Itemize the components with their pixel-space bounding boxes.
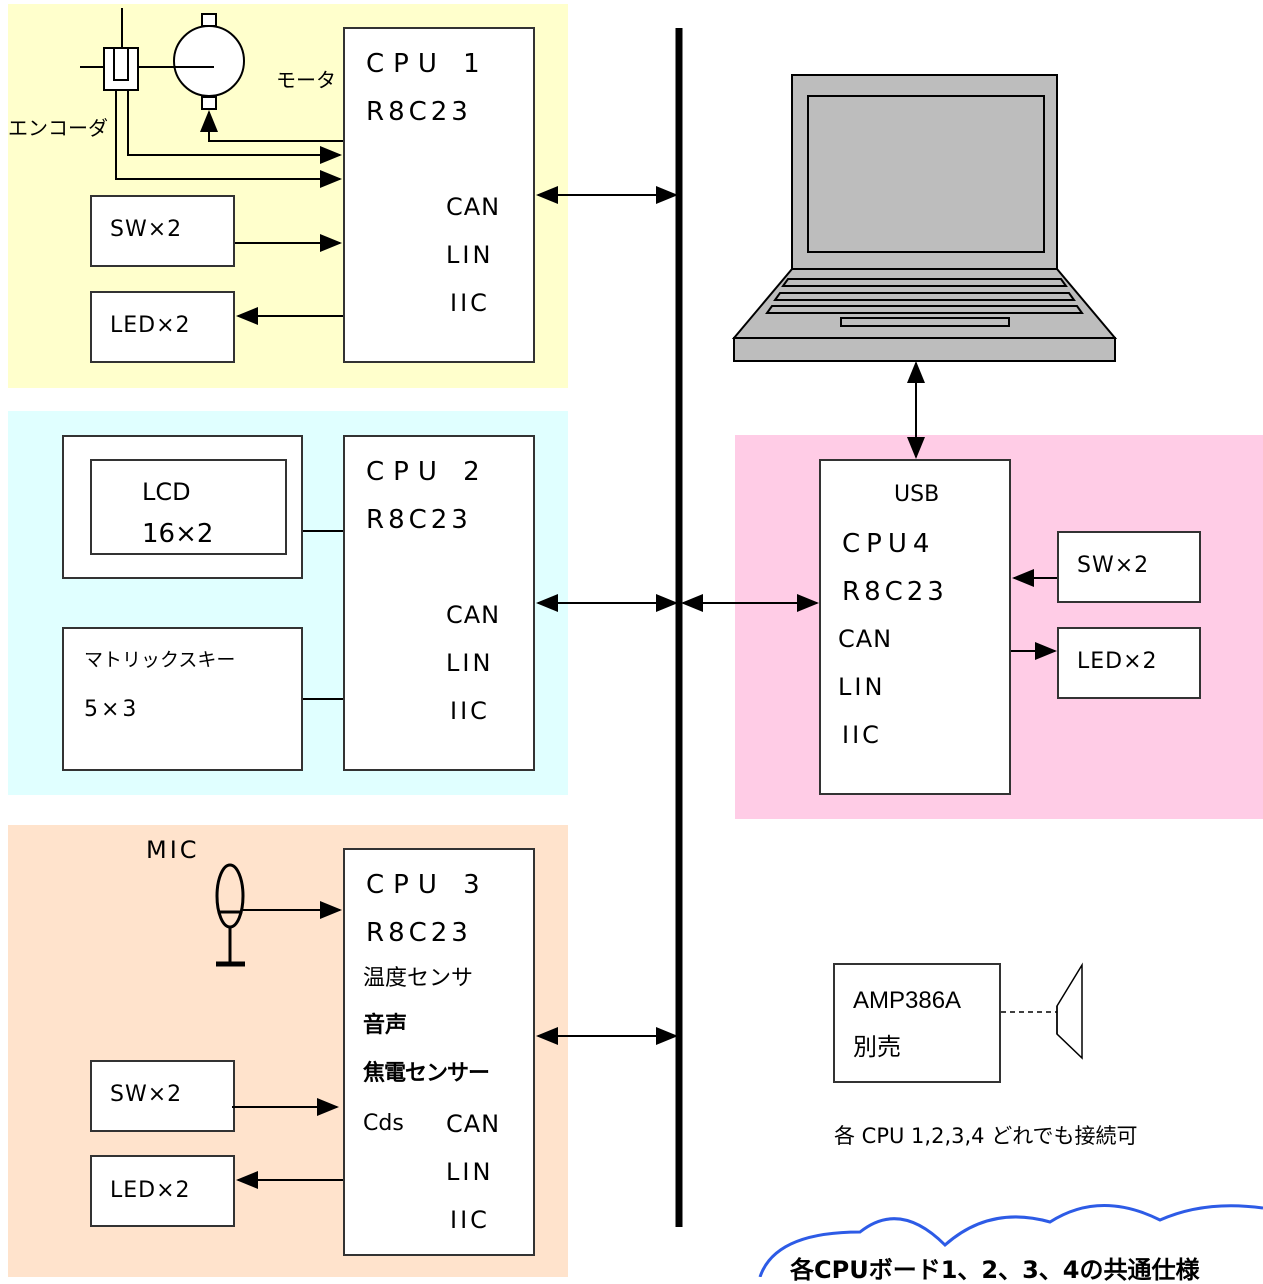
sensor-voice: 音声 (363, 1013, 408, 1038)
cpu2-lin: LIN (446, 649, 494, 677)
cpu3-can: CAN (446, 1110, 501, 1138)
cpu4-lin: LIN (838, 673, 886, 701)
microphone-symbol (215, 863, 245, 967)
encoder-wire-2 (115, 90, 342, 188)
amp-box (833, 963, 1001, 1083)
sw4-label: SW×2 (1077, 553, 1150, 578)
cpu3-lin: LIN (446, 1158, 494, 1186)
cpu2-chip: R8C23 (366, 505, 472, 535)
lcd-label-1: LCD (142, 478, 191, 506)
sw1-label: SW×2 (110, 217, 183, 242)
motor-wire (200, 110, 343, 142)
connection-note: 各 CPU 1,2,3,4 どれでも接続可 (834, 1124, 1138, 1148)
sw4-box (1057, 531, 1201, 603)
led3-box (90, 1155, 235, 1227)
sensor-pyro: 焦電センサー (363, 1061, 490, 1086)
cpu1-lin: LIN (446, 241, 494, 269)
cpu1-iic: IIC (450, 289, 490, 317)
cloud-text: 各CPUボード1、2、3、4の共通仕様 (790, 1256, 1200, 1284)
keypad-label-1: マトリックスキー (84, 649, 236, 671)
motor-symbol (173, 13, 245, 110)
sw3-label: SW×2 (110, 1082, 183, 1107)
motor-label: モータ (276, 68, 336, 92)
amp-label-2: 別売 (853, 1033, 901, 1061)
cpu2-can: CAN (446, 601, 501, 629)
cpu4-iic: IIC (842, 721, 882, 749)
cpu1-title: CPU 1 (366, 49, 489, 79)
led4-label: LED×2 (1077, 649, 1158, 674)
keypad-box (62, 627, 303, 771)
sw3-box (90, 1060, 235, 1132)
usb-label: USB (894, 482, 940, 507)
cpu1-box (343, 27, 535, 363)
encoder-symbol (80, 8, 214, 91)
mic-label: MIC (146, 836, 200, 864)
laptop-icon (731, 74, 1118, 362)
cpu3-chip: R8C23 (366, 918, 472, 948)
cpu4-chip: R8C23 (842, 577, 948, 607)
encoder-wire-1 (127, 90, 342, 164)
lcd-label-2: 16×2 (142, 519, 214, 549)
cpu4-title: CPU4 (842, 529, 936, 559)
encoder-label: エンコーダ (8, 116, 108, 140)
cpu4-box (819, 459, 1011, 795)
speaker-icon (1056, 962, 1083, 1060)
cpu2-box (343, 435, 535, 771)
cpu1-chip: R8C23 (366, 97, 472, 127)
led1-box (90, 291, 235, 363)
cpu1-can: CAN (446, 193, 501, 221)
amp-label-1: AMP386A (853, 987, 962, 1014)
keypad-label-2: 5×3 (84, 697, 140, 722)
cpu3-box (343, 848, 535, 1256)
lcd-inner-box (90, 459, 287, 555)
sensor-cds: Cds (363, 1111, 404, 1136)
cloud-shape (758, 1204, 1263, 1277)
cpu4-can: CAN (838, 625, 893, 653)
cpu3-title: CPU 3 (366, 870, 489, 900)
cpu3-iic: IIC (450, 1206, 490, 1234)
cpu2-iic: IIC (450, 697, 490, 725)
led3-label: LED×2 (110, 1178, 191, 1203)
led1-label: LED×2 (110, 313, 191, 338)
led4-box (1057, 627, 1201, 699)
sensor-temp: 温度センサ (363, 966, 474, 991)
cpu2-title: CPU 2 (366, 457, 489, 487)
sw1-box (90, 195, 235, 267)
